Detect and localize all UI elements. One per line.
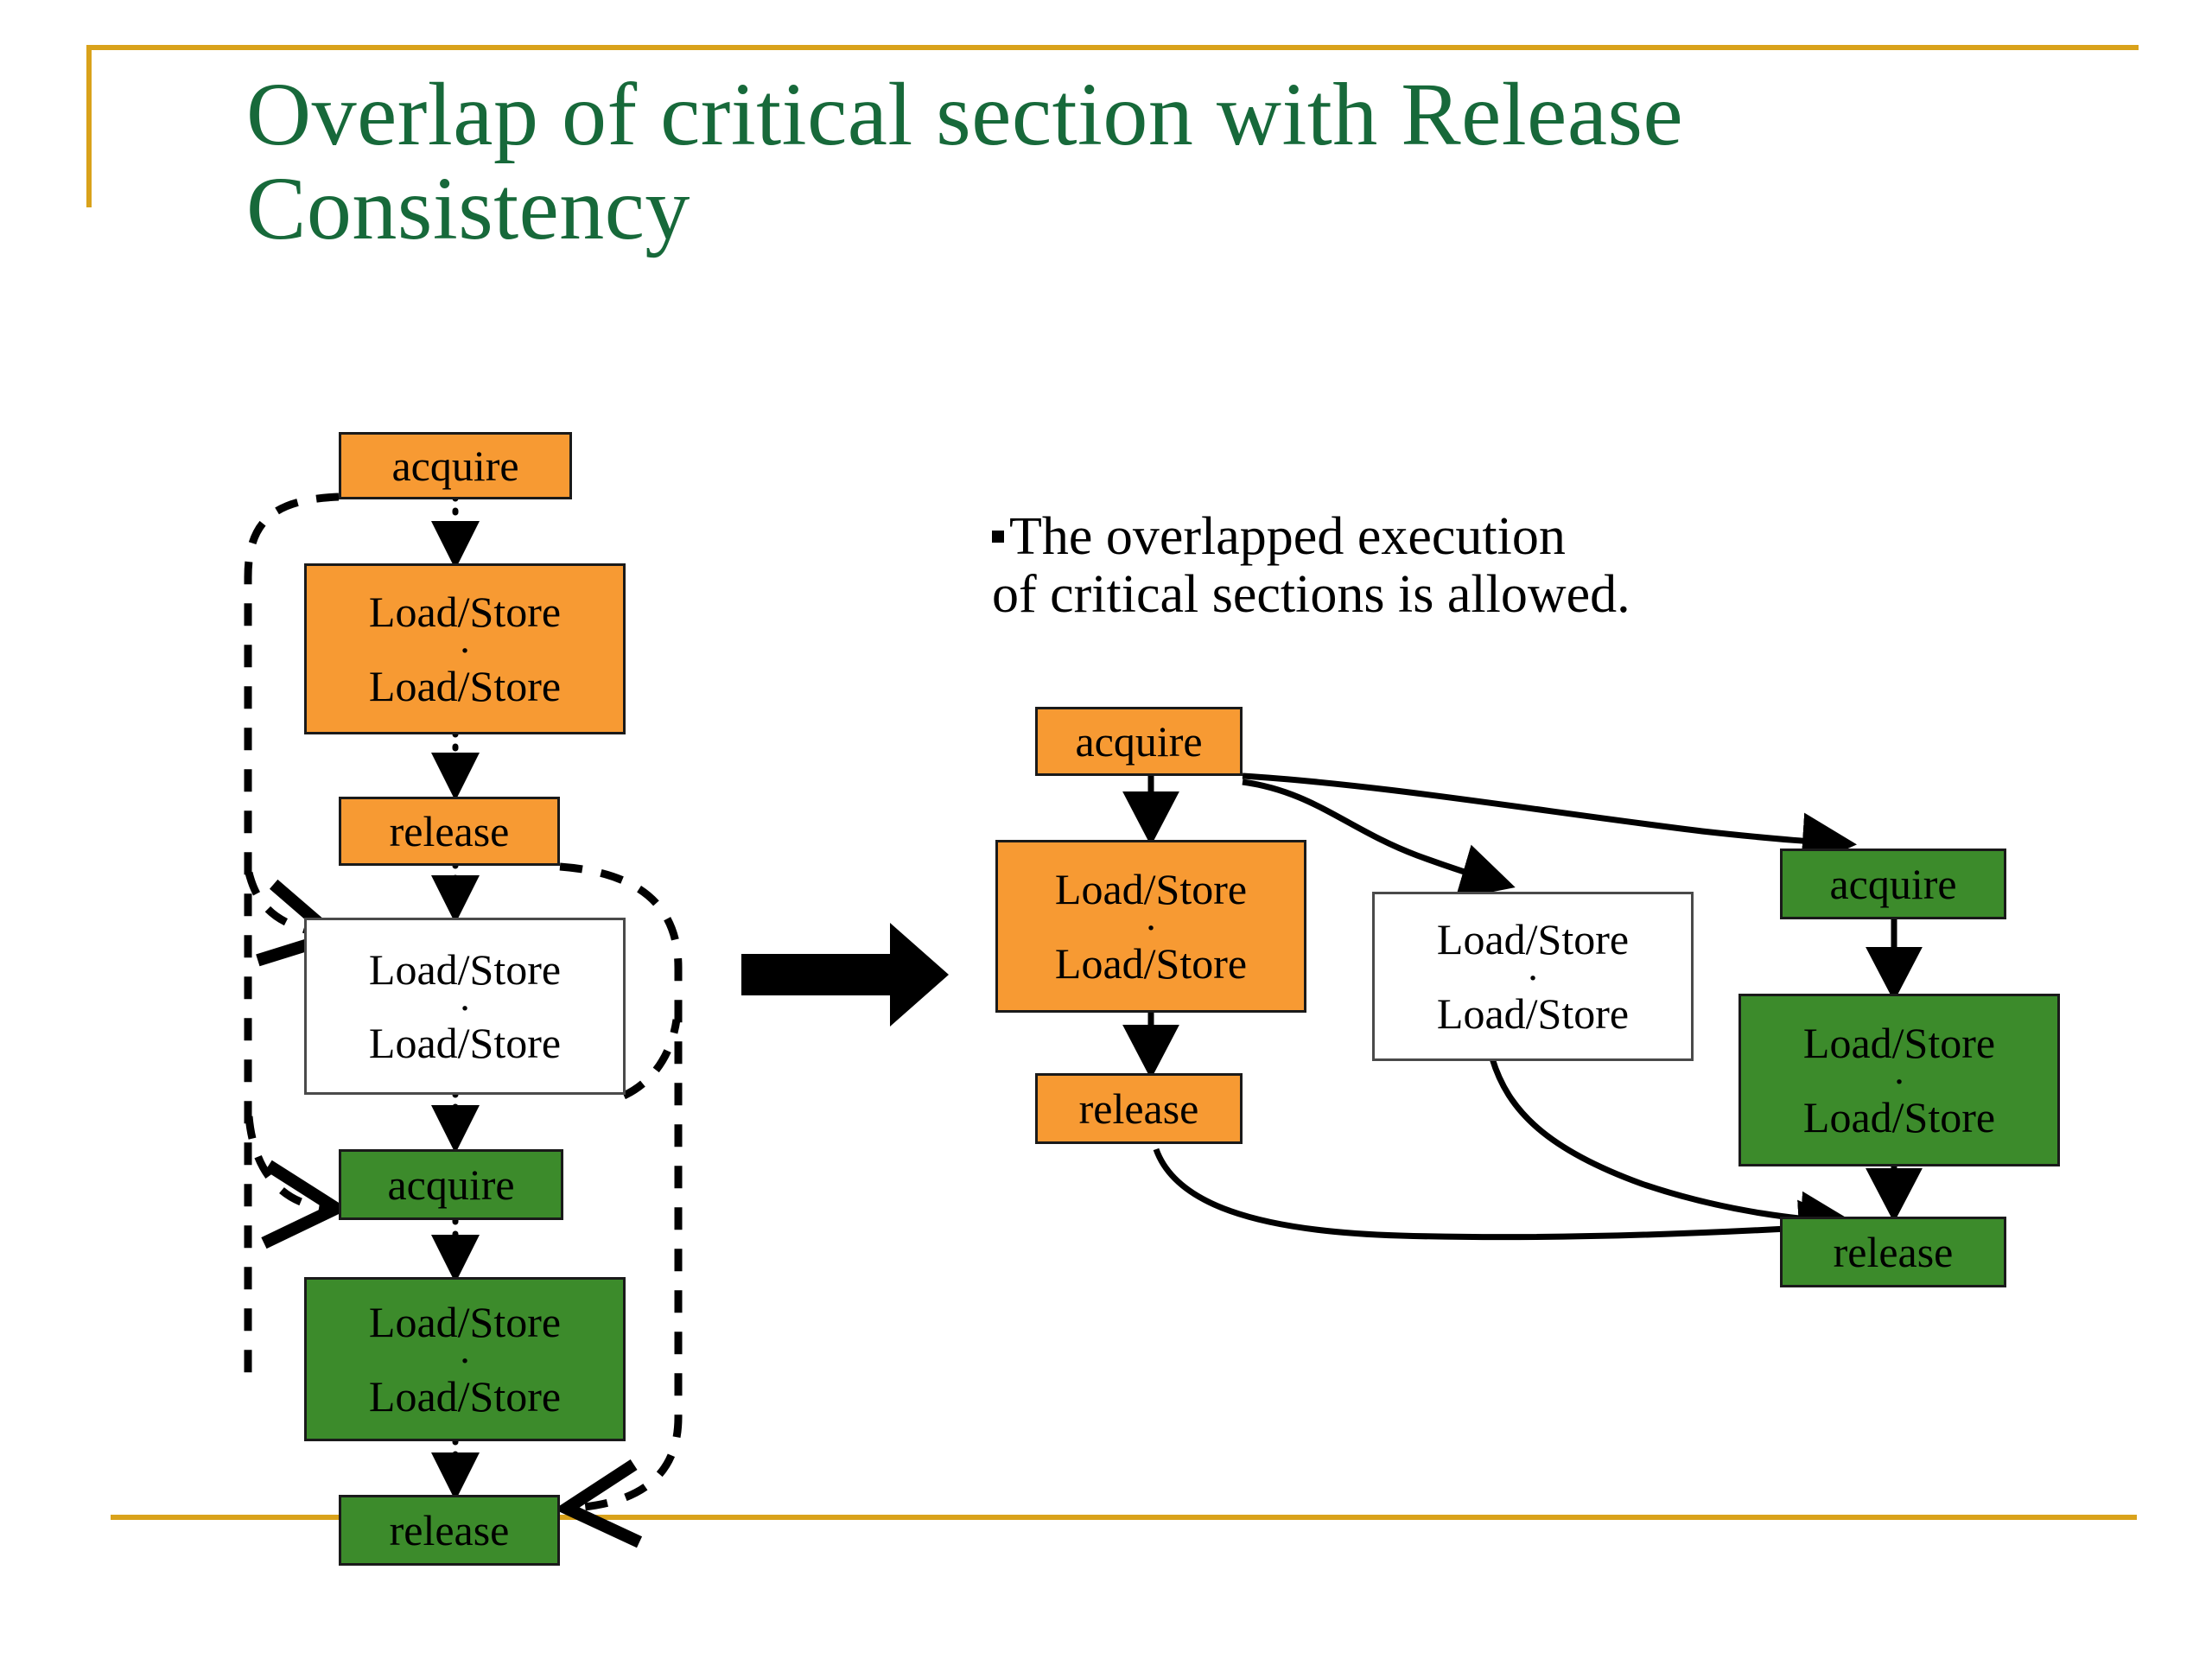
node-label-line2: Load/Store bbox=[1054, 938, 1248, 988]
bottom-accent-rule bbox=[111, 1515, 2137, 1520]
left-node-loadstore-1[interactable]: Load/Store · Load/Store bbox=[304, 563, 626, 734]
edge-release1-branch-loadstoremid bbox=[621, 1019, 681, 1100]
right-node-loadstore-2[interactable]: Load/Store · Load/Store bbox=[1738, 994, 2060, 1166]
left-accent-rule bbox=[86, 45, 92, 207]
node-label: release bbox=[1078, 1084, 1199, 1133]
node-ellipsis: · bbox=[458, 985, 472, 1030]
node-label: acquire bbox=[1829, 860, 1957, 908]
right-node-release-2[interactable]: release bbox=[1780, 1217, 2006, 1287]
node-label-line1: Load/Store bbox=[1436, 915, 1630, 964]
node-label-line1: Load/Store bbox=[1054, 865, 1248, 914]
node-ellipsis: · bbox=[458, 628, 472, 673]
node-label-line2: Load/Store bbox=[368, 661, 562, 710]
left-node-release-1[interactable]: release bbox=[339, 797, 560, 866]
node-label-line1: Load/Store bbox=[368, 1298, 562, 1347]
node-label: acquire bbox=[1075, 717, 1203, 766]
right-node-loadstore-mid[interactable]: Load/Store · Load/Store bbox=[1372, 892, 1694, 1061]
node-ellipsis: · bbox=[1892, 1059, 1906, 1104]
square-bullet-icon bbox=[992, 530, 1004, 543]
left-node-release-2[interactable]: release bbox=[339, 1495, 560, 1566]
right-node-release-1[interactable]: release bbox=[1035, 1073, 1243, 1144]
node-label-line2: Load/Store bbox=[368, 1371, 562, 1421]
node-label: release bbox=[389, 1506, 510, 1554]
node-ellipsis: · bbox=[458, 1338, 472, 1383]
page-title: Overlap of critical section with Release… bbox=[246, 65, 1684, 259]
right-node-loadstore-1[interactable]: Load/Store · Load/Store bbox=[995, 840, 1306, 1013]
left-node-acquire-2[interactable]: acquire bbox=[339, 1149, 563, 1220]
node-label: release bbox=[389, 807, 510, 855]
node-label: release bbox=[1833, 1228, 1954, 1276]
right-node-acquire-1[interactable]: acquire bbox=[1035, 707, 1243, 776]
transform-arrow bbox=[741, 923, 949, 1027]
node-label-line1: Load/Store bbox=[368, 588, 562, 637]
node-label-line2: Load/Store bbox=[1436, 988, 1630, 1038]
node-label-line2: Load/Store bbox=[368, 1019, 562, 1068]
caption-body: The overlapped execution of critical sec… bbox=[992, 507, 1630, 624]
node-label-line1: Load/Store bbox=[368, 944, 562, 994]
node-label: acquire bbox=[387, 1160, 515, 1209]
left-node-loadstore-2[interactable]: Load/Store · Load/Store bbox=[304, 1277, 626, 1441]
node-ellipsis: · bbox=[1144, 906, 1158, 950]
node-label: acquire bbox=[391, 442, 519, 490]
node-label-line2: Load/Store bbox=[1802, 1092, 1996, 1141]
right-node-acquire-2[interactable]: acquire bbox=[1780, 849, 2006, 919]
caption-text: The overlapped execution of critical sec… bbox=[992, 508, 1960, 624]
top-accent-rule bbox=[86, 45, 2139, 50]
redge-acquire1-to-acquire2 bbox=[1242, 772, 1857, 870]
left-node-loadstore-mid[interactable]: Load/Store · Load/Store bbox=[304, 918, 626, 1095]
left-node-acquire-1[interactable]: acquire bbox=[339, 432, 572, 499]
node-ellipsis: · bbox=[1526, 956, 1540, 1001]
edge-acquire1-to-acquire2 bbox=[245, 1116, 349, 1249]
node-label-line1: Load/Store bbox=[1802, 1019, 1996, 1068]
